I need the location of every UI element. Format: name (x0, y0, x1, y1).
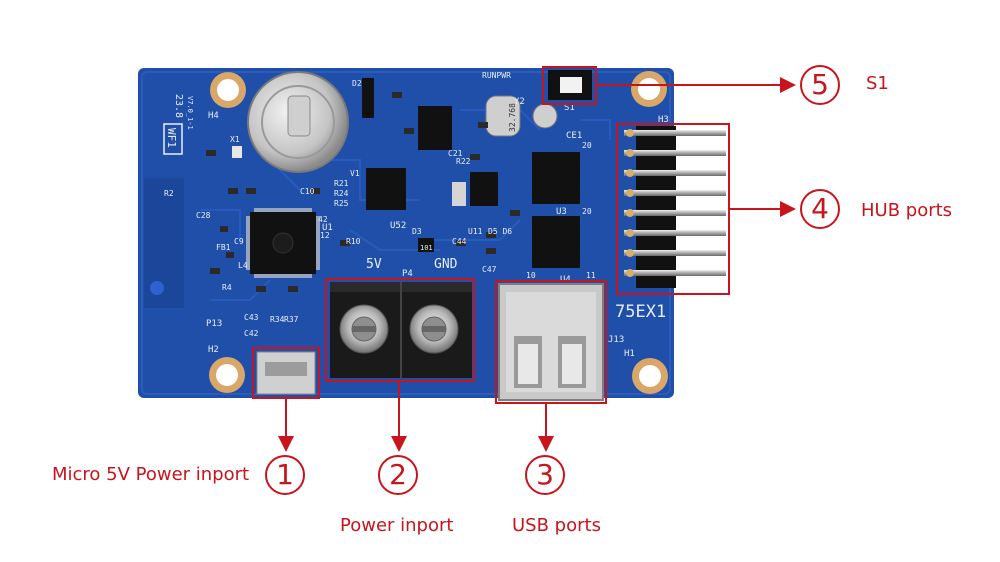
silk-11: 11 (586, 271, 596, 280)
silk-c44: C44 (452, 237, 467, 246)
mounting-holes (209, 71, 668, 394)
leader-lines (278, 77, 796, 452)
silk-20a: 20 (582, 141, 592, 150)
usb-port (498, 283, 604, 401)
silk-r37: R37 (284, 315, 299, 324)
silk-l4: L4 (238, 261, 248, 270)
silk-model: 75EX1 (615, 302, 666, 322)
silk-version: V7.0_1-1 (186, 96, 194, 130)
silk-r34: R34 (270, 315, 285, 324)
callout-number-3: 3 (525, 455, 565, 495)
small-ics (232, 78, 580, 268)
callout-number-4: 4 (800, 189, 840, 229)
header-pin-pad (626, 229, 634, 237)
silk-crystal: 32.768 (508, 103, 517, 132)
silk-p4: P4 (402, 269, 413, 279)
silk-d2: D2 (352, 79, 362, 88)
silk-c9: C9 (234, 237, 244, 246)
silk-20b: 20 (582, 207, 592, 216)
header-pin (624, 250, 726, 256)
callout-number-2: 2 (378, 455, 418, 495)
silk-d3: D3 (412, 227, 422, 236)
silk-p13: P13 (206, 319, 222, 329)
header-pin-pad (626, 249, 634, 257)
header-pin (624, 150, 726, 156)
header-pin (624, 130, 726, 136)
silk-12: 12 (320, 231, 330, 240)
header-pin (624, 270, 726, 276)
label-micro-usb-power: Micro 5V Power inport (52, 464, 250, 485)
label-s1: S1 (866, 73, 889, 94)
header-pin-pad (626, 209, 634, 217)
label-hub-ports: HUB ports (861, 200, 953, 221)
silk-v1: V1 (350, 169, 360, 178)
hub-header (624, 126, 726, 288)
silk-j13: J13 (608, 335, 624, 345)
silk-r4: R4 (222, 283, 232, 292)
silk-r24: R24 (334, 189, 349, 198)
silk-c47: C47 (482, 265, 497, 274)
silk-h1: H1 (624, 349, 635, 359)
silk-r22: R22 (456, 157, 471, 166)
header-pin (624, 170, 726, 176)
header-pin-pad (626, 189, 634, 197)
silk-c28: C28 (196, 211, 211, 220)
silk-gnd: GND (434, 257, 458, 272)
silk-c42: C42 (244, 329, 259, 338)
silk-runpwr: RUNPWR (482, 71, 511, 80)
silk-date: 23.8 (173, 94, 184, 118)
silk-r2: R2 (164, 189, 174, 198)
silk-fb1: FB1 (216, 243, 231, 252)
header-pin (624, 190, 726, 196)
silk-u52: U52 (390, 221, 406, 231)
silk-10: 10 (526, 271, 536, 280)
terminal-block (330, 282, 472, 378)
callout-number-1: 1 (265, 455, 305, 495)
silkscreen: 75EX1 5V GND P4 U52 U3 U4 U1 H3 H4 H1 H2… (164, 71, 669, 359)
silk-u11: U11 (468, 227, 483, 236)
silk-wf: WF1 (165, 128, 178, 148)
silk-s1: S1 (564, 103, 575, 113)
header-pin (624, 210, 726, 216)
smd-passives (206, 92, 520, 292)
wf-tag: WF1 (163, 123, 183, 155)
silk-r25: R25 (334, 199, 349, 208)
silk-y2: Y2 (514, 97, 525, 107)
silk-u1: U1 (322, 223, 333, 233)
header-pin-pad (626, 149, 634, 157)
silk-ce1: CE1 (566, 131, 582, 141)
silk-r21: R21 (334, 179, 349, 188)
header-pin-pad (626, 269, 634, 277)
silk-u3: U3 (556, 207, 567, 217)
coin-battery (247, 71, 349, 173)
label-power-inport: Power inport (340, 515, 454, 536)
silk-r10: R10 (346, 237, 361, 246)
silk-5v: 5V (366, 257, 382, 272)
micro-usb-port (256, 351, 316, 395)
switch-s1 (548, 70, 592, 100)
silk-c43: C43 (244, 313, 259, 322)
silk-d5d6: D5 D6 (488, 227, 512, 236)
silk-c21: C21 (448, 149, 463, 158)
silk-101: 101 (420, 244, 433, 252)
silk-42: 42 (318, 215, 328, 224)
header-pin (624, 230, 726, 236)
silk-h4: H4 (208, 111, 219, 121)
label-usb-ports: USB ports (512, 515, 601, 536)
silk-x1: X1 (230, 135, 240, 144)
silk-h2: H2 (208, 345, 219, 355)
silk-h3: H3 (658, 115, 669, 125)
callout-number-5: 5 (800, 65, 840, 105)
mcu-chip (246, 208, 320, 278)
silk-c10: C10 (300, 187, 315, 196)
header-pin-pad (626, 129, 634, 137)
header-pin-pad (626, 169, 634, 177)
